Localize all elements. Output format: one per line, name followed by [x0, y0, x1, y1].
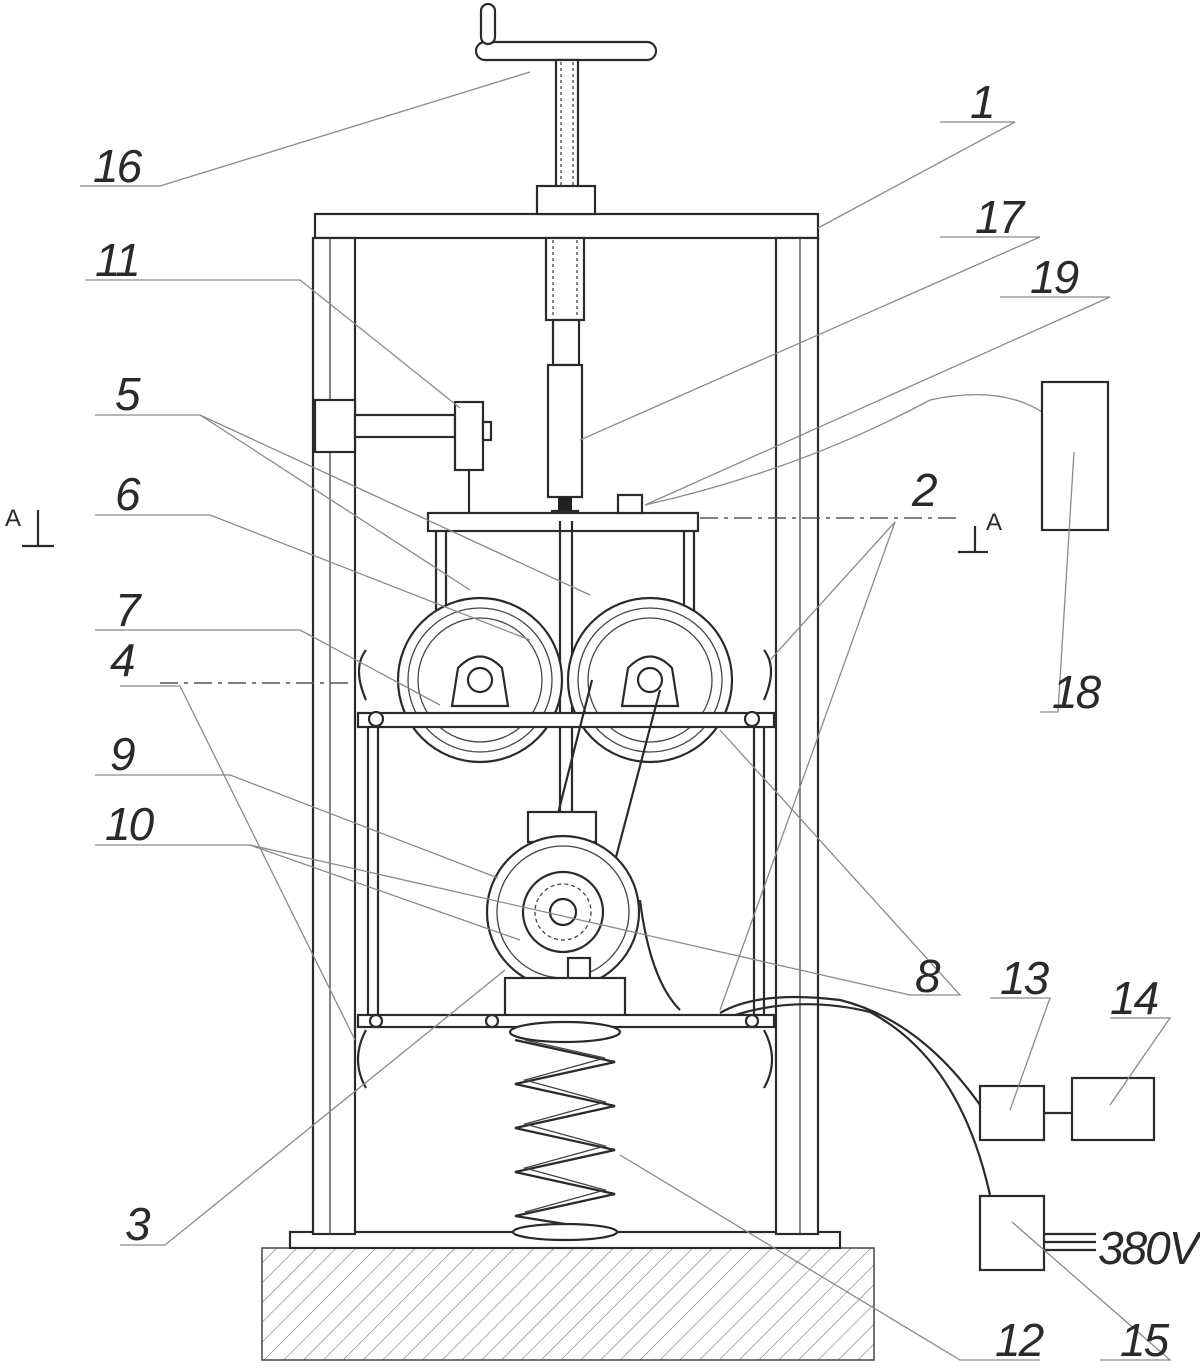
label-3: 3 — [125, 1198, 151, 1250]
frame — [311, 212, 820, 1236]
box-18 — [1040, 380, 1110, 532]
label-18: 18 — [1052, 666, 1102, 718]
box-13 — [978, 1084, 1046, 1142]
label-5: 5 — [115, 368, 141, 420]
middle-plate — [356, 649, 776, 1015]
indicator-bracket — [313, 398, 493, 513]
label-16: 16 — [93, 140, 143, 192]
label-15: 15 — [1120, 1314, 1170, 1366]
label-power: 380V — [1098, 1222, 1200, 1274]
cables — [644, 393, 1043, 1196]
motor — [485, 810, 681, 1018]
section-mark-left: A — [5, 505, 21, 532]
box-15 — [978, 1194, 1096, 1272]
label-14: 14 — [1110, 972, 1158, 1024]
label-10: 10 — [105, 798, 155, 850]
left-wheel — [396, 596, 564, 764]
label-1: 1 — [970, 76, 994, 128]
handwheel — [474, 2, 658, 322]
leader-lines — [80, 71, 1172, 1361]
label-9: 9 — [110, 728, 135, 780]
label-19: 19 — [1030, 251, 1079, 303]
label-6: 6 — [115, 468, 141, 520]
box-14 — [1070, 1076, 1156, 1142]
right-wheel — [566, 596, 734, 764]
label-13: 13 — [1000, 952, 1050, 1004]
load-cell — [546, 318, 584, 523]
label-17: 17 — [975, 191, 1026, 243]
foundation — [261, 1230, 875, 1361]
label-11: 11 — [95, 234, 139, 286]
label-4: 4 — [110, 634, 134, 686]
label-2: 2 — [911, 464, 937, 516]
label-7: 7 — [115, 584, 142, 636]
spring — [508, 1020, 622, 1242]
section-line — [22, 510, 988, 684]
label-8: 8 — [915, 950, 941, 1002]
part-labels: 16 1 17 19 11 5 6 2 7 4 18 9 10 8 13 14 … — [5, 76, 1200, 1366]
label-12: 12 — [995, 1314, 1044, 1366]
section-mark-right: A — [986, 509, 1002, 536]
